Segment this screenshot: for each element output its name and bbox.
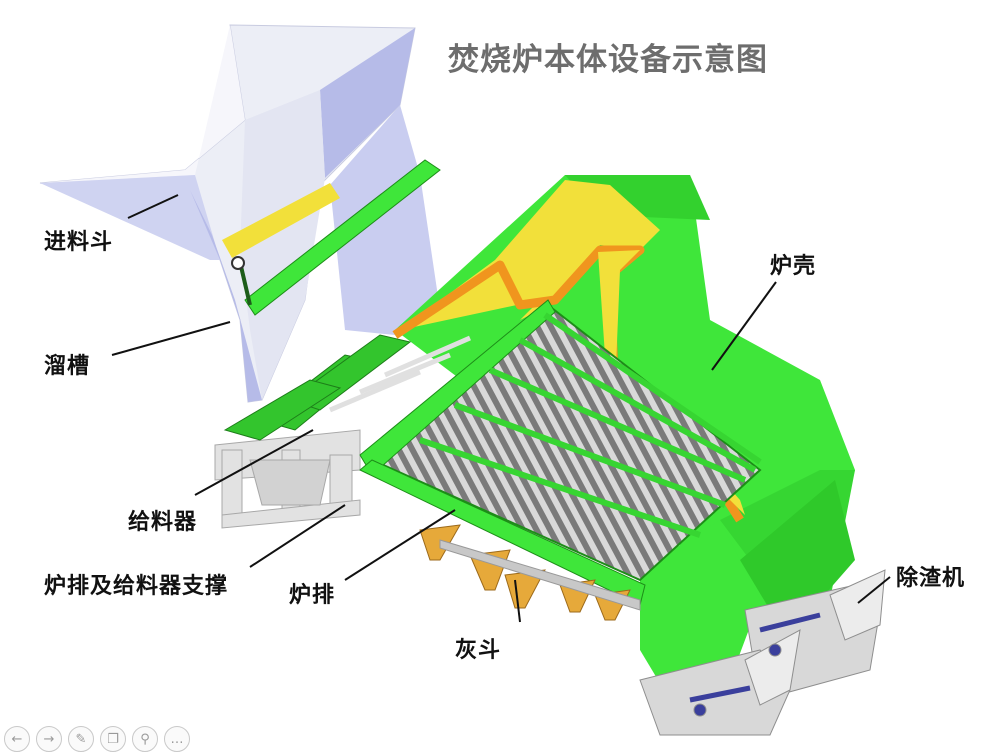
- label-slag-remover: 除渣机: [896, 560, 965, 592]
- label-ash-hopper: 灰斗: [455, 632, 501, 664]
- zoom-icon[interactable]: ⚲: [132, 726, 158, 752]
- presentation-toolbar: ← → ✎ ❐ ⚲ …: [4, 726, 190, 750]
- label-feed-hopper: 进料斗: [44, 224, 113, 256]
- pen-icon[interactable]: ✎: [68, 726, 94, 752]
- back-arrow-icon[interactable]: ←: [4, 726, 30, 752]
- label-grate: 炉排: [289, 577, 335, 609]
- label-grate-support: 炉排及给料器支撑: [44, 568, 228, 600]
- copy-icon[interactable]: ❐: [100, 726, 126, 752]
- label-furnace-shell: 炉壳: [770, 248, 816, 280]
- label-feeder: 给料器: [128, 504, 197, 536]
- more-icon[interactable]: …: [164, 726, 190, 752]
- diagram-title: 焚烧炉本体设备示意图: [448, 34, 768, 79]
- forward-arrow-icon[interactable]: →: [36, 726, 62, 752]
- label-chute: 溜槽: [44, 348, 90, 380]
